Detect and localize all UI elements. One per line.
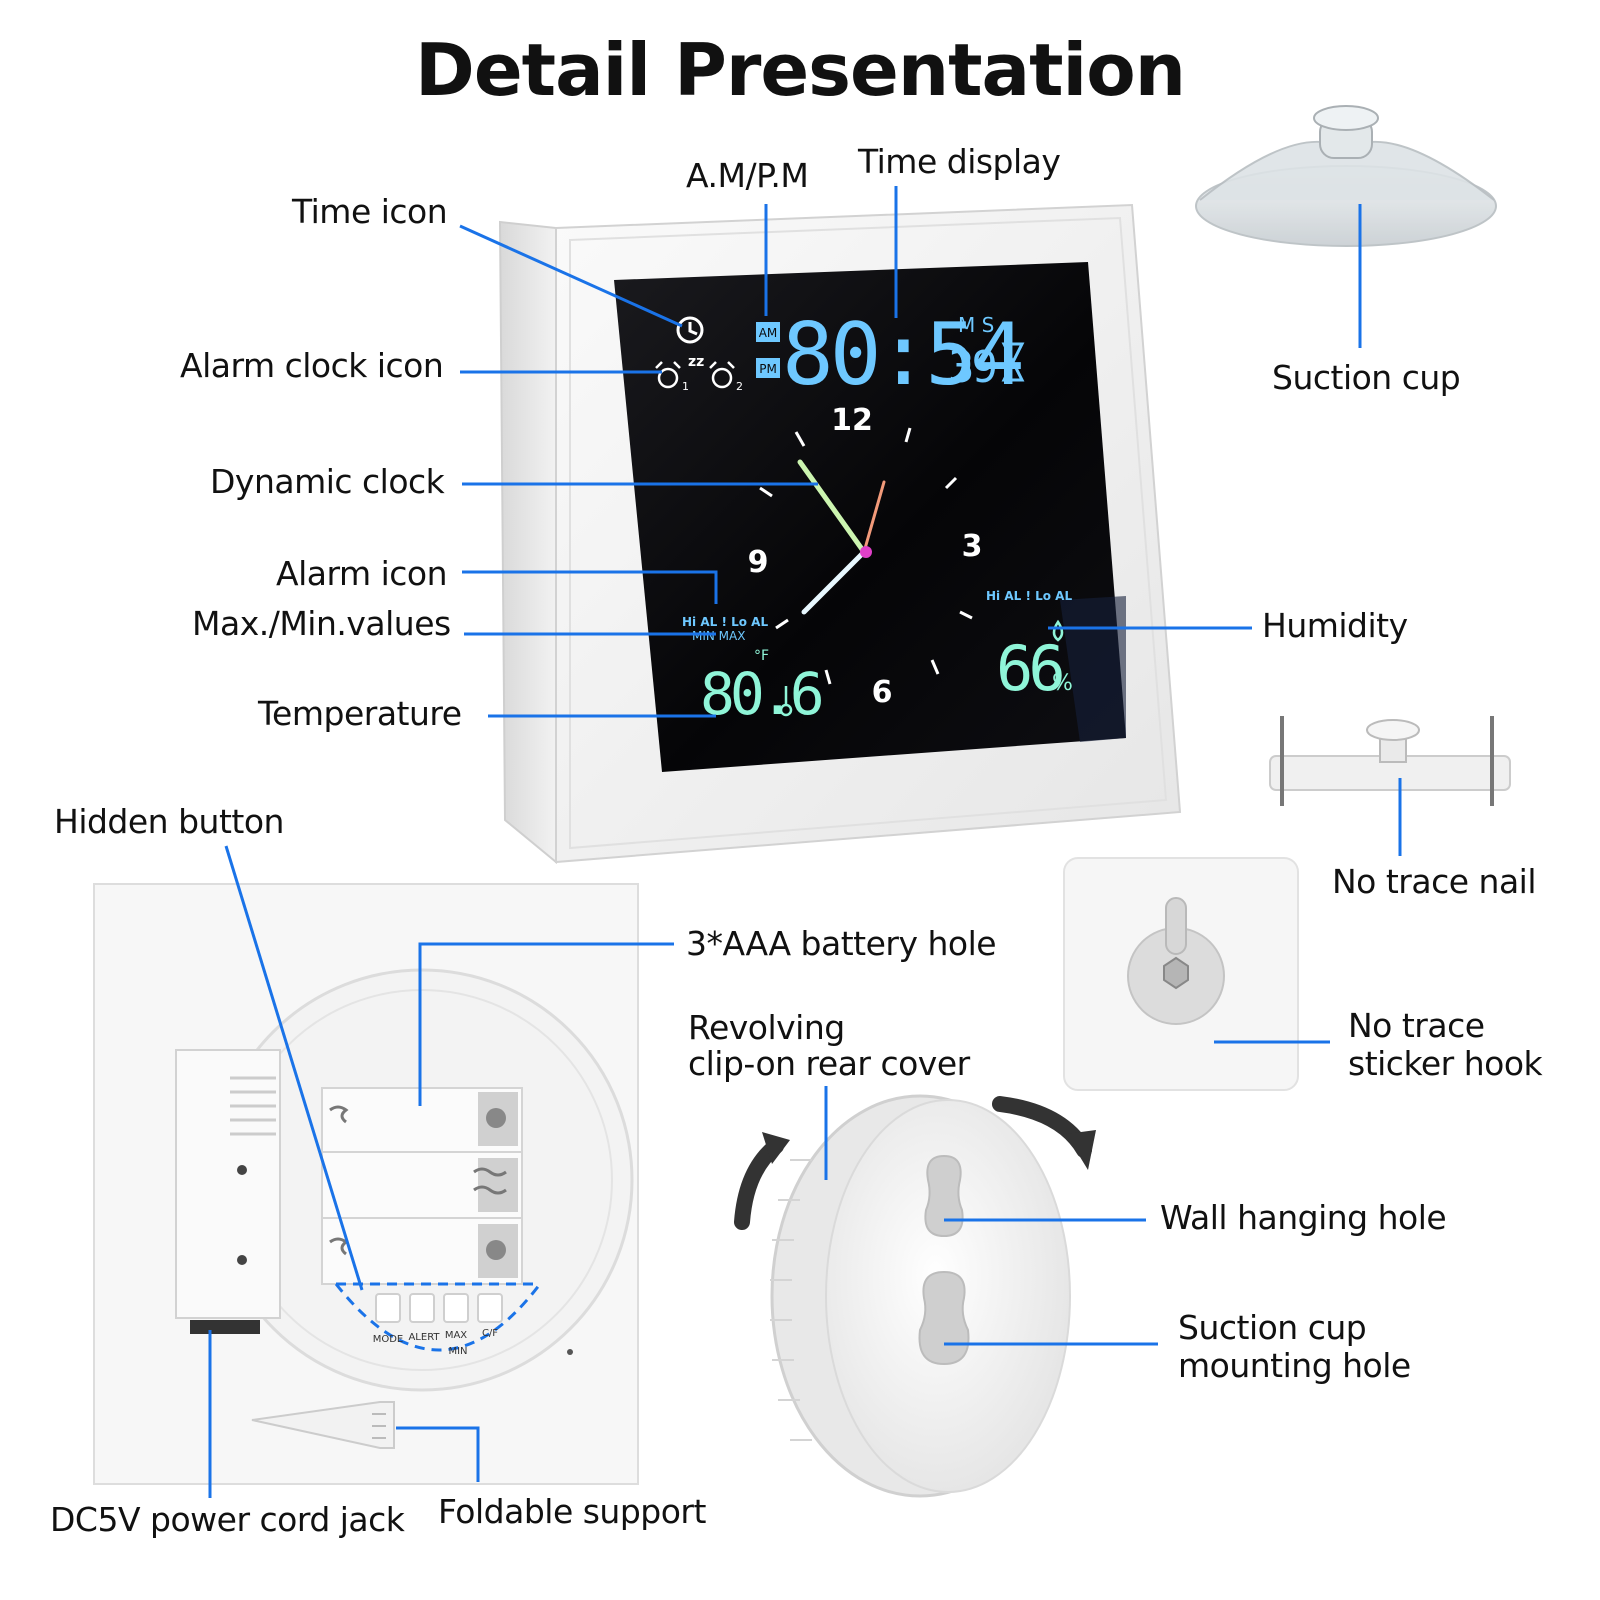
label-wall-hanging-hole: Wall hanging hole xyxy=(1160,1198,1447,1237)
alarm-2-number: 2 xyxy=(736,380,743,393)
snooze-icon: zz xyxy=(688,354,704,370)
analog-dial: 12 3 6 9 xyxy=(748,403,983,710)
alarm-clock-icon-2: 2 xyxy=(709,361,743,393)
alert-button-label: ALERT xyxy=(408,1332,440,1343)
label-time-display: Time display xyxy=(858,142,1061,181)
keyhole-lower xyxy=(918,1270,970,1366)
am-text: AM xyxy=(759,326,778,340)
label-revolving-cover-1: Revolving xyxy=(688,1008,845,1047)
side-vent-panel xyxy=(175,1049,281,1334)
leader-foldable-support xyxy=(396,1426,480,1482)
leader-battery-hole xyxy=(418,942,674,1106)
numeral-9: 9 xyxy=(748,545,769,580)
label-temperature: Temperature xyxy=(258,694,462,733)
numeral-12: 12 xyxy=(831,403,873,438)
label-hidden-button: Hidden button xyxy=(54,802,284,841)
time-digits: 80:54 xyxy=(782,305,1021,405)
label-alarm-clock-icon: Alarm clock icon xyxy=(180,346,444,385)
label-power-jack: DC5V power cord jack xyxy=(50,1500,405,1539)
label-time-icon: Time icon xyxy=(292,192,448,231)
dial-center xyxy=(860,546,872,558)
label-am-pm: A.M/P.M xyxy=(686,156,809,195)
foldable-support-stand xyxy=(251,1401,395,1449)
am-pm-indicator: AM PM xyxy=(756,322,780,378)
label-suction-mount-1: Suction cup xyxy=(1178,1308,1367,1347)
label-suction-mount-2: mounting hole xyxy=(1178,1346,1411,1385)
svg-text:zz: zz xyxy=(688,354,704,370)
seconds-digits: 39 xyxy=(948,342,995,393)
numeral-3: 3 xyxy=(962,529,983,564)
mode-button-label: MODE xyxy=(373,1334,404,1345)
battery-compartment xyxy=(321,1087,523,1285)
numeral-6: 6 xyxy=(872,675,893,710)
lcd-screen xyxy=(614,262,1126,772)
no-trace-nail-illustration xyxy=(1269,716,1511,806)
thermometer-icon xyxy=(779,686,793,717)
leader-time-icon xyxy=(459,224,683,328)
revolving-rear-cover xyxy=(770,1094,1071,1498)
hour-hand xyxy=(797,459,867,555)
alarm-clock-icon-1: 1 xyxy=(655,361,689,393)
leader-alarm-icon xyxy=(462,570,718,604)
label-no-trace-nail: No trace nail xyxy=(1332,862,1537,901)
reset-pinhole xyxy=(567,1349,573,1355)
keyhole-upper xyxy=(924,1154,964,1238)
pm-text: PM xyxy=(759,362,777,376)
leader-lines xyxy=(208,186,1402,1498)
page-title: Detail Presentation xyxy=(415,28,1186,112)
temperature-digits: 80.6 xyxy=(700,660,822,728)
ms-label: M S xyxy=(958,313,994,337)
alarm-1-number: 1 xyxy=(682,380,689,393)
min-button-label: MIN xyxy=(448,1346,467,1357)
label-no-trace-sticker-hook-2: sticker hook xyxy=(1348,1044,1543,1083)
hidden-button-area: MODE ALERT MAX MIN C/F xyxy=(334,1282,542,1357)
label-alarm-icon: Alarm icon xyxy=(276,554,448,593)
label-battery-hole: 3*AAA battery hole xyxy=(686,924,997,963)
leader-hidden-button xyxy=(224,845,364,1291)
max-button-label: MAX xyxy=(445,1330,467,1341)
min-max-text: MIN MAX xyxy=(692,629,745,643)
hourglass-icon xyxy=(1001,342,1025,382)
label-humidity: Humidity xyxy=(1262,606,1408,645)
temperature-unit: °F xyxy=(754,648,769,664)
dial-ticks xyxy=(759,427,973,685)
rotate-arrow-left-icon xyxy=(734,1132,790,1230)
humidity-unit: % xyxy=(1052,671,1073,696)
hi-lo-alarm-right: Hi AL ! Lo AL xyxy=(986,589,1072,603)
cf-button-label: C/F xyxy=(482,1328,498,1339)
suction-cup-illustration xyxy=(1195,105,1497,247)
label-suction-cup: Suction cup xyxy=(1272,358,1461,397)
label-dynamic-clock: Dynamic clock xyxy=(210,462,445,501)
no-trace-sticker-hook-illustration xyxy=(1063,857,1299,1091)
label-max-min-values: Max./Min.values xyxy=(192,604,451,643)
cover-ridges xyxy=(770,1159,812,1441)
minute-hand xyxy=(801,549,867,615)
label-no-trace-sticker-hook-1: No trace xyxy=(1348,1006,1485,1045)
time-icon xyxy=(676,316,704,344)
power-jack xyxy=(190,1320,260,1334)
label-revolving-cover-2: clip-on rear cover xyxy=(688,1044,970,1083)
rotate-arrow-right-icon xyxy=(992,1096,1096,1170)
humidity-digits: 66 xyxy=(996,632,1062,705)
second-hand xyxy=(862,480,886,554)
label-foldable-support: Foldable support xyxy=(438,1492,706,1531)
hi-lo-alarm-left: Hi AL ! Lo AL xyxy=(682,615,768,629)
